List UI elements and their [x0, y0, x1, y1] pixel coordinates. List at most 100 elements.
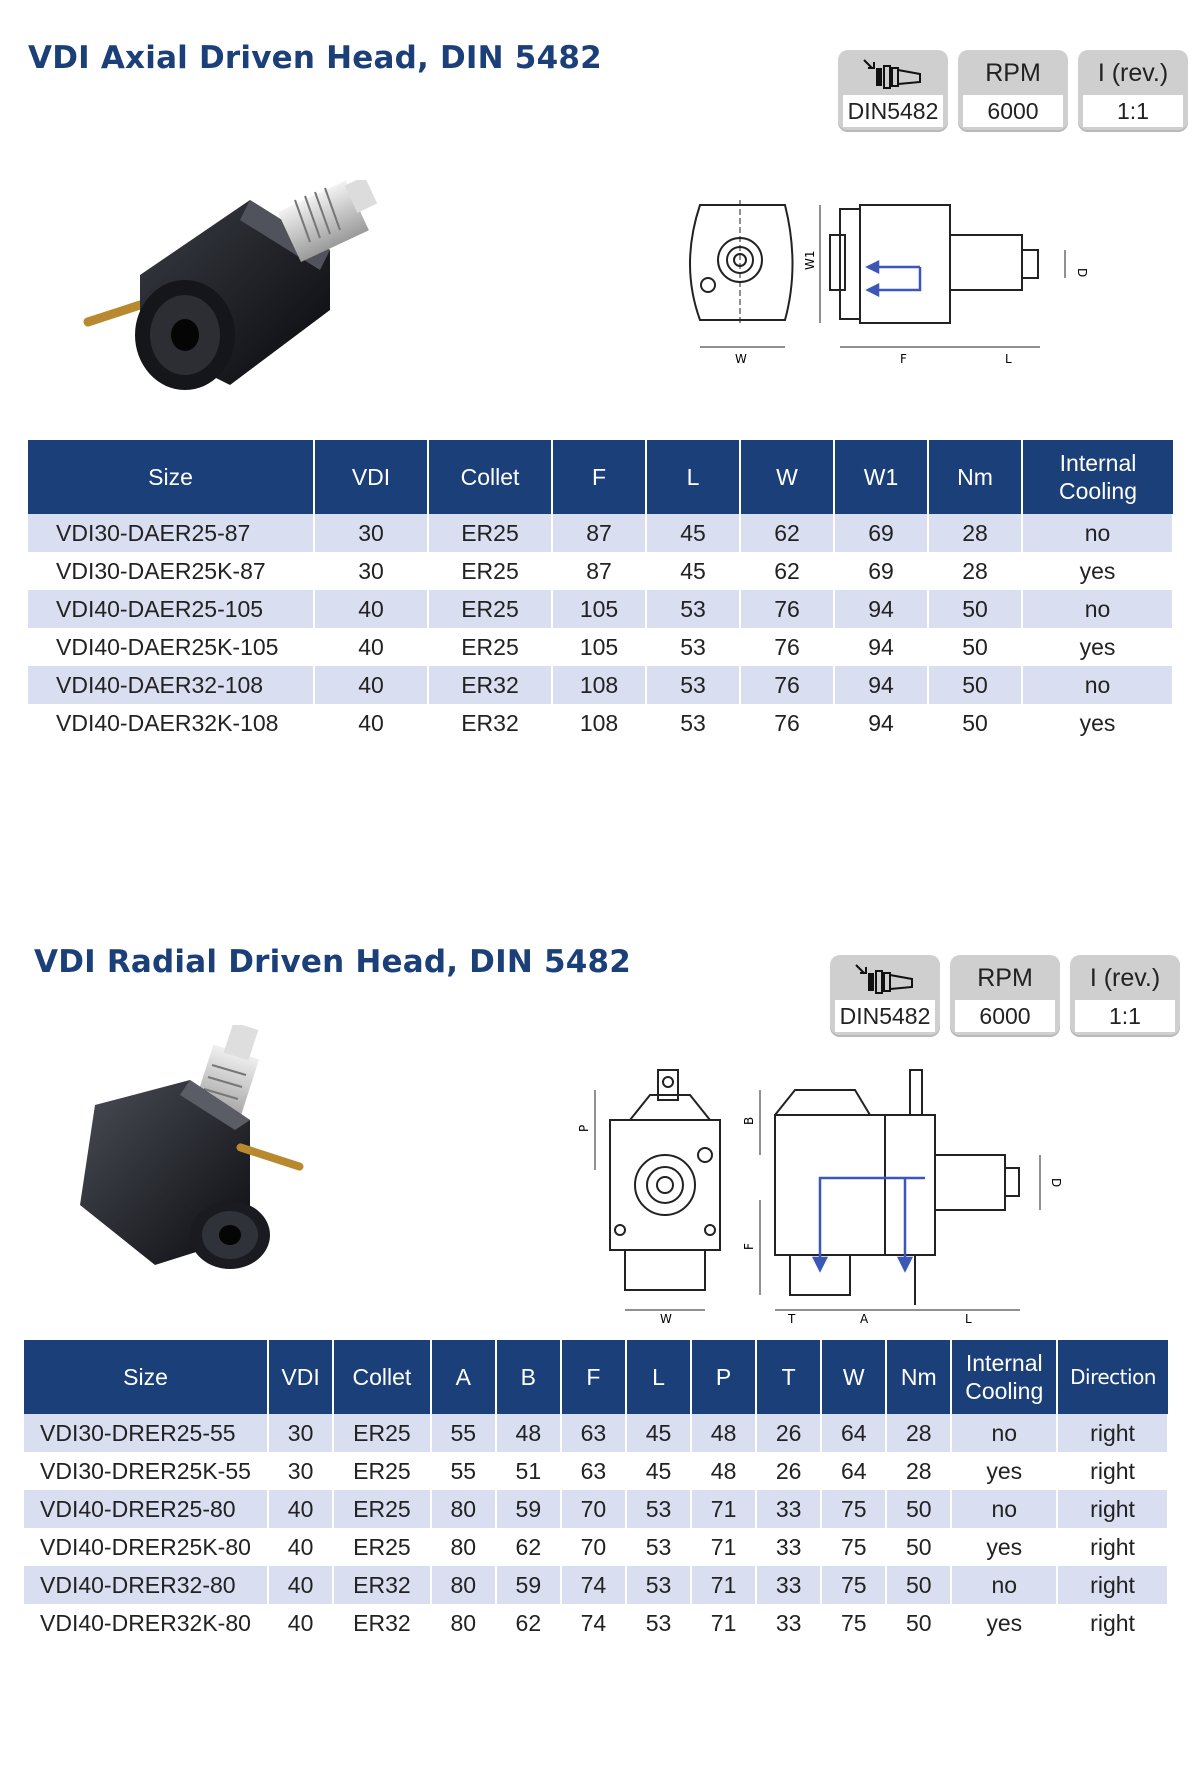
table-cell: yes	[951, 1528, 1059, 1566]
table-cell: 51	[495, 1452, 562, 1490]
table-cell: VDI30-DRER25K-55	[24, 1452, 270, 1490]
col-header: Collet	[428, 440, 553, 514]
table-cell: 53	[646, 704, 741, 742]
table-cell: 80	[430, 1528, 497, 1566]
col-header: L	[646, 440, 741, 514]
table-cell: ER32	[428, 704, 553, 742]
table-cell: 26	[756, 1452, 823, 1490]
drawing-label-f: F	[742, 1243, 756, 1250]
table-cell: 75	[821, 1490, 888, 1528]
table-cell: 45	[625, 1452, 693, 1490]
drawing-label-f: F	[900, 352, 907, 365]
table-cell: right	[1057, 1452, 1169, 1490]
table-cell: ER25	[428, 514, 553, 552]
table-cell: 50	[886, 1604, 953, 1642]
table-cell: 63	[560, 1414, 627, 1452]
table-cell: VDI40-DAER25-105	[28, 590, 315, 628]
drawing-label-b: B	[742, 1117, 756, 1125]
table-cell: 28	[886, 1452, 953, 1490]
drawing-label-t: T	[787, 1312, 796, 1325]
table-cell: 40	[268, 1490, 335, 1528]
rpm-badge-label: RPM	[977, 963, 1033, 992]
table-cell: 53	[625, 1490, 693, 1528]
table-cell: 75	[821, 1604, 888, 1642]
col-header: VDI	[314, 440, 429, 514]
drawing-label-w: W	[660, 1312, 672, 1325]
table-cell: VDI30-DRER25-55	[24, 1414, 270, 1452]
table-cell: no	[1022, 514, 1174, 552]
table-cell: 53	[646, 666, 741, 704]
table-cell: 59	[495, 1566, 562, 1604]
drawing-label-d: D	[1049, 1178, 1063, 1187]
table-cell: 108	[552, 666, 647, 704]
col-header: F	[552, 440, 647, 514]
axial-badges: DIN5482 RPM 6000 I (rev.) 1:1	[838, 50, 1188, 132]
table-cell: VDI40-DRER32-80	[24, 1566, 270, 1604]
table-cell: 76	[740, 628, 835, 666]
table-cell: ER25	[428, 590, 553, 628]
table-cell: 63	[560, 1452, 627, 1490]
table-cell: yes	[1022, 552, 1174, 590]
ratio-badge-value: 1:1	[1083, 95, 1183, 127]
radial-section: VDI Radial Driven Head, DIN 5482 DIN5482…	[0, 900, 1200, 1771]
radial-head-photo	[80, 1025, 304, 1269]
table-cell: 30	[268, 1452, 335, 1490]
rpm-badge: RPM 6000	[958, 50, 1068, 132]
table-cell: ER25	[333, 1452, 432, 1490]
table-cell: yes	[951, 1452, 1059, 1490]
axial-section: VDI Axial Driven Head, DIN 5482 DIN5482 …	[0, 0, 1200, 760]
collet-holder-icon	[863, 59, 921, 89]
table-cell: 40	[268, 1566, 335, 1604]
table-cell: 40	[314, 704, 429, 742]
table-cell: 94	[834, 628, 929, 666]
ratio-badge: I (rev.) 1:1	[1078, 50, 1188, 132]
table-cell: 45	[625, 1414, 693, 1452]
table-cell: ER25	[333, 1490, 432, 1528]
table-cell: 33	[756, 1566, 823, 1604]
table-cell: 50	[928, 590, 1023, 628]
table-cell: 40	[314, 628, 429, 666]
table-cell: 76	[740, 704, 835, 742]
table-cell: 30	[314, 552, 429, 590]
table-cell: 71	[691, 1528, 758, 1566]
table-cell: 28	[928, 514, 1023, 552]
rpm-badge-value: 6000	[955, 1000, 1055, 1032]
table-cell: VDI40-DRER25-80	[24, 1490, 270, 1528]
header-line: Internal	[965, 1350, 1043, 1376]
table-cell: 69	[834, 552, 929, 590]
table-cell: VDI40-DAER32-108	[28, 666, 315, 704]
table-cell: 30	[314, 514, 429, 552]
table-cell: 45	[646, 514, 741, 552]
table-cell: right	[1057, 1490, 1169, 1528]
table-cell: 62	[495, 1528, 562, 1566]
table-cell: ER32	[333, 1566, 432, 1604]
table-cell: yes	[1022, 704, 1174, 742]
table-cell: 53	[625, 1604, 693, 1642]
table-cell: 71	[691, 1604, 758, 1642]
col-header-internal-cooling: Internal Cooling	[1022, 440, 1173, 514]
table-cell: ER25	[333, 1528, 432, 1566]
table-cell: 28	[928, 552, 1023, 590]
drawing-label-p: P	[577, 1125, 591, 1132]
drawing-label-d: D	[1075, 268, 1089, 277]
din-badge: DIN5482	[838, 50, 948, 132]
collet-holder-icon	[855, 964, 913, 994]
table-cell: 53	[646, 628, 741, 666]
table-cell: no	[951, 1490, 1059, 1528]
axial-title: VDI Axial Driven Head, DIN 5482	[28, 40, 602, 76]
din-badge: DIN5482	[830, 955, 940, 1037]
col-header: Nm	[928, 440, 1023, 514]
table-cell: VDI30-DAER25K-87	[28, 552, 315, 590]
header-line: Cooling	[965, 1378, 1044, 1404]
col-header: A	[430, 1340, 497, 1414]
table-cell: 105	[552, 590, 647, 628]
col-header: T	[756, 1340, 823, 1414]
table-cell: 80	[430, 1604, 497, 1642]
radial-badges: DIN5482 RPM 6000 I (rev.) 1:1	[830, 955, 1180, 1037]
radial-spec-table: Size VDI Collet A B F L P T W Nm Interna…	[24, 1340, 1169, 1642]
table-cell: 75	[821, 1528, 888, 1566]
